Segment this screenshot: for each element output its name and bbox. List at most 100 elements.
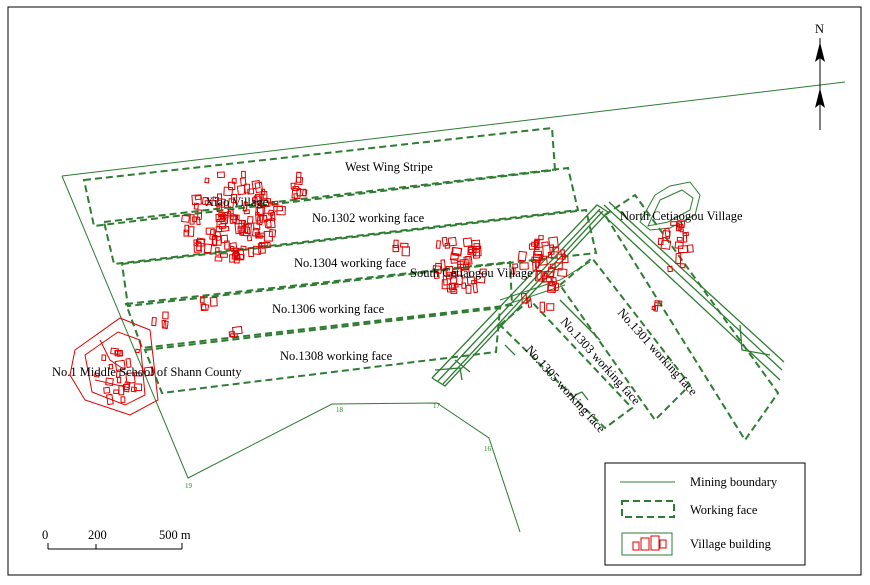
village-building: [230, 193, 238, 203]
village-building: [260, 197, 272, 207]
map-frame: [7, 6, 862, 576]
village-building: [547, 251, 553, 259]
village-building: [231, 252, 241, 261]
village-building: [243, 209, 250, 215]
village-building: [220, 214, 229, 225]
village-building: [401, 246, 411, 257]
village-building: [247, 188, 255, 195]
village-building: [187, 226, 195, 237]
village-building: [445, 265, 454, 275]
village-building: [271, 200, 279, 206]
village-building: [125, 372, 136, 384]
village-building: [457, 260, 465, 269]
village-building: [226, 210, 232, 217]
village-building: [251, 196, 259, 204]
village-building: [657, 237, 664, 246]
village-building: [267, 209, 275, 216]
label-school: No.1 Middle School of Shann County: [52, 365, 242, 379]
village-building: [519, 262, 529, 270]
village-building: [101, 354, 107, 362]
panel-1308: [143, 306, 502, 395]
village-building: [214, 256, 223, 262]
scale-mid: 200: [88, 528, 107, 542]
label-1306: No.1306 working face: [272, 302, 385, 316]
panel-1304: [120, 208, 598, 308]
village-building: [549, 244, 555, 256]
village-building: [204, 177, 210, 184]
village-building: [441, 279, 448, 290]
village-building: [103, 386, 111, 394]
village-building: [240, 245, 247, 251]
village-building: [220, 225, 230, 233]
village-building: [236, 253, 245, 260]
scale-bar: [47, 543, 183, 550]
village-buildings: [94, 170, 694, 406]
village-building: [125, 357, 132, 368]
village-building: [541, 241, 549, 247]
label-1302: No.1302 working face: [312, 211, 425, 225]
village-building: [94, 372, 100, 378]
village-building: [216, 171, 225, 179]
village-building: [204, 200, 213, 205]
roadways: [431, 201, 785, 401]
village-building: [229, 245, 235, 251]
village-building: [230, 333, 238, 338]
village-building: [542, 276, 552, 283]
village-building: [269, 211, 276, 222]
village-building: [236, 184, 247, 196]
village-building: [296, 188, 307, 197]
village-building: [293, 193, 299, 200]
village-building: [216, 203, 223, 212]
village-building: [240, 219, 247, 227]
village-building: [453, 283, 459, 288]
village-building: [251, 180, 261, 190]
village-building: [682, 231, 689, 237]
legend-village-building-swatch: [621, 532, 673, 556]
village-building: [465, 284, 472, 294]
village-building: [547, 282, 557, 293]
village-building: [193, 242, 202, 253]
village-building: [247, 247, 255, 258]
village-building: [105, 377, 114, 386]
village-building: [447, 236, 457, 247]
village-building: [526, 297, 533, 308]
village-building: [561, 255, 569, 264]
village-building: [471, 279, 478, 285]
village-building: [295, 171, 302, 183]
village-building: [256, 214, 264, 226]
legend-mining-boundary-label: Mining boundary: [690, 475, 778, 489]
village-building: [468, 248, 474, 254]
village-building: [133, 383, 143, 392]
village-building: [536, 269, 542, 280]
village-building: [108, 363, 114, 370]
north-arrow-label: N: [815, 22, 824, 36]
village-building: [114, 359, 126, 371]
village-building: [520, 292, 528, 304]
village-building: [123, 381, 131, 393]
village-building: [460, 268, 471, 279]
legend-working-face-label: Working face: [690, 503, 758, 517]
village-building: [660, 239, 672, 250]
village-building: [653, 301, 659, 312]
village-building: [444, 242, 451, 249]
legend: Mining boundary Working face Village bui…: [604, 462, 806, 566]
village-building: [118, 384, 125, 396]
village-building: [254, 231, 261, 239]
boundary-point-19: 19: [185, 482, 193, 490]
label-1308: No.1308 working face: [280, 349, 393, 363]
label-xiao-village: Xiao Village: [205, 195, 269, 209]
village-building: [554, 262, 563, 271]
boundary-point-18: 18: [336, 406, 344, 414]
village-building: [679, 263, 686, 269]
village-building: [181, 214, 191, 223]
village-building: [533, 250, 543, 261]
village-building: [532, 261, 538, 272]
village-building: [546, 266, 556, 278]
village-building: [215, 247, 220, 256]
village-building: [291, 187, 302, 200]
village-building: [471, 239, 481, 250]
village-building: [209, 228, 217, 241]
village-building: [670, 221, 678, 226]
village-building: [161, 319, 167, 329]
